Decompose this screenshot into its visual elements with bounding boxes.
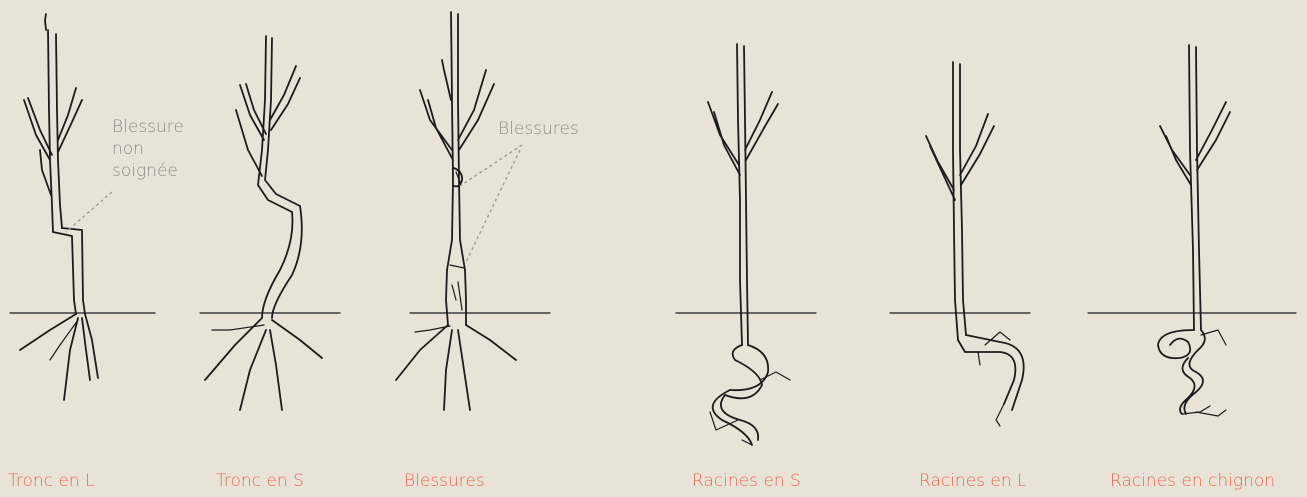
tree-blessures [396, 12, 550, 410]
tree-crown [926, 62, 994, 340]
annotation-line-3: soignée [112, 160, 184, 182]
tree-trunk [446, 265, 466, 325]
caption-racines-en-l: Racines en L [919, 473, 1027, 490]
caption-racines-en-chignon: Racines en chignon [1110, 473, 1275, 490]
tree-roots [20, 314, 98, 400]
caption-racines-en-s: Racines en S [692, 473, 801, 490]
annotation-line-2: non [112, 138, 184, 160]
tree-tronc-en-l [10, 14, 155, 400]
l-shaped-roots [958, 332, 1024, 426]
wound-upper [454, 168, 462, 186]
caption-tronc-en-s: Tronc en S [216, 473, 304, 490]
tree-crown [708, 44, 778, 345]
tree-crown [24, 14, 82, 232]
annotation-line-1: Blessure [112, 116, 184, 138]
tree-trunk [53, 228, 85, 314]
tree-crown [236, 36, 300, 212]
tree-crown [420, 12, 494, 270]
untreated-wound-pointer [66, 192, 112, 232]
wounds-annotation: Blessures [498, 118, 579, 140]
tree-racines-en-l [890, 62, 1030, 426]
tree-racines-en-s [676, 44, 816, 445]
tree-roots [205, 318, 322, 410]
coiled-roots [1158, 330, 1226, 416]
tree-trunk [262, 206, 302, 318]
tree-crown [1160, 45, 1230, 330]
caption-tronc-en-l: Tronc en L [8, 473, 95, 490]
caption-blessures: Blessures [404, 473, 485, 490]
tree-tronc-en-s [200, 36, 340, 410]
tree-roots [396, 325, 516, 410]
wound-pointers [460, 145, 522, 262]
tree-racines-en-chignon [1088, 45, 1296, 416]
s-shaped-roots [710, 345, 790, 445]
untreated-wound-annotation: Blessure non soignée [112, 116, 184, 182]
